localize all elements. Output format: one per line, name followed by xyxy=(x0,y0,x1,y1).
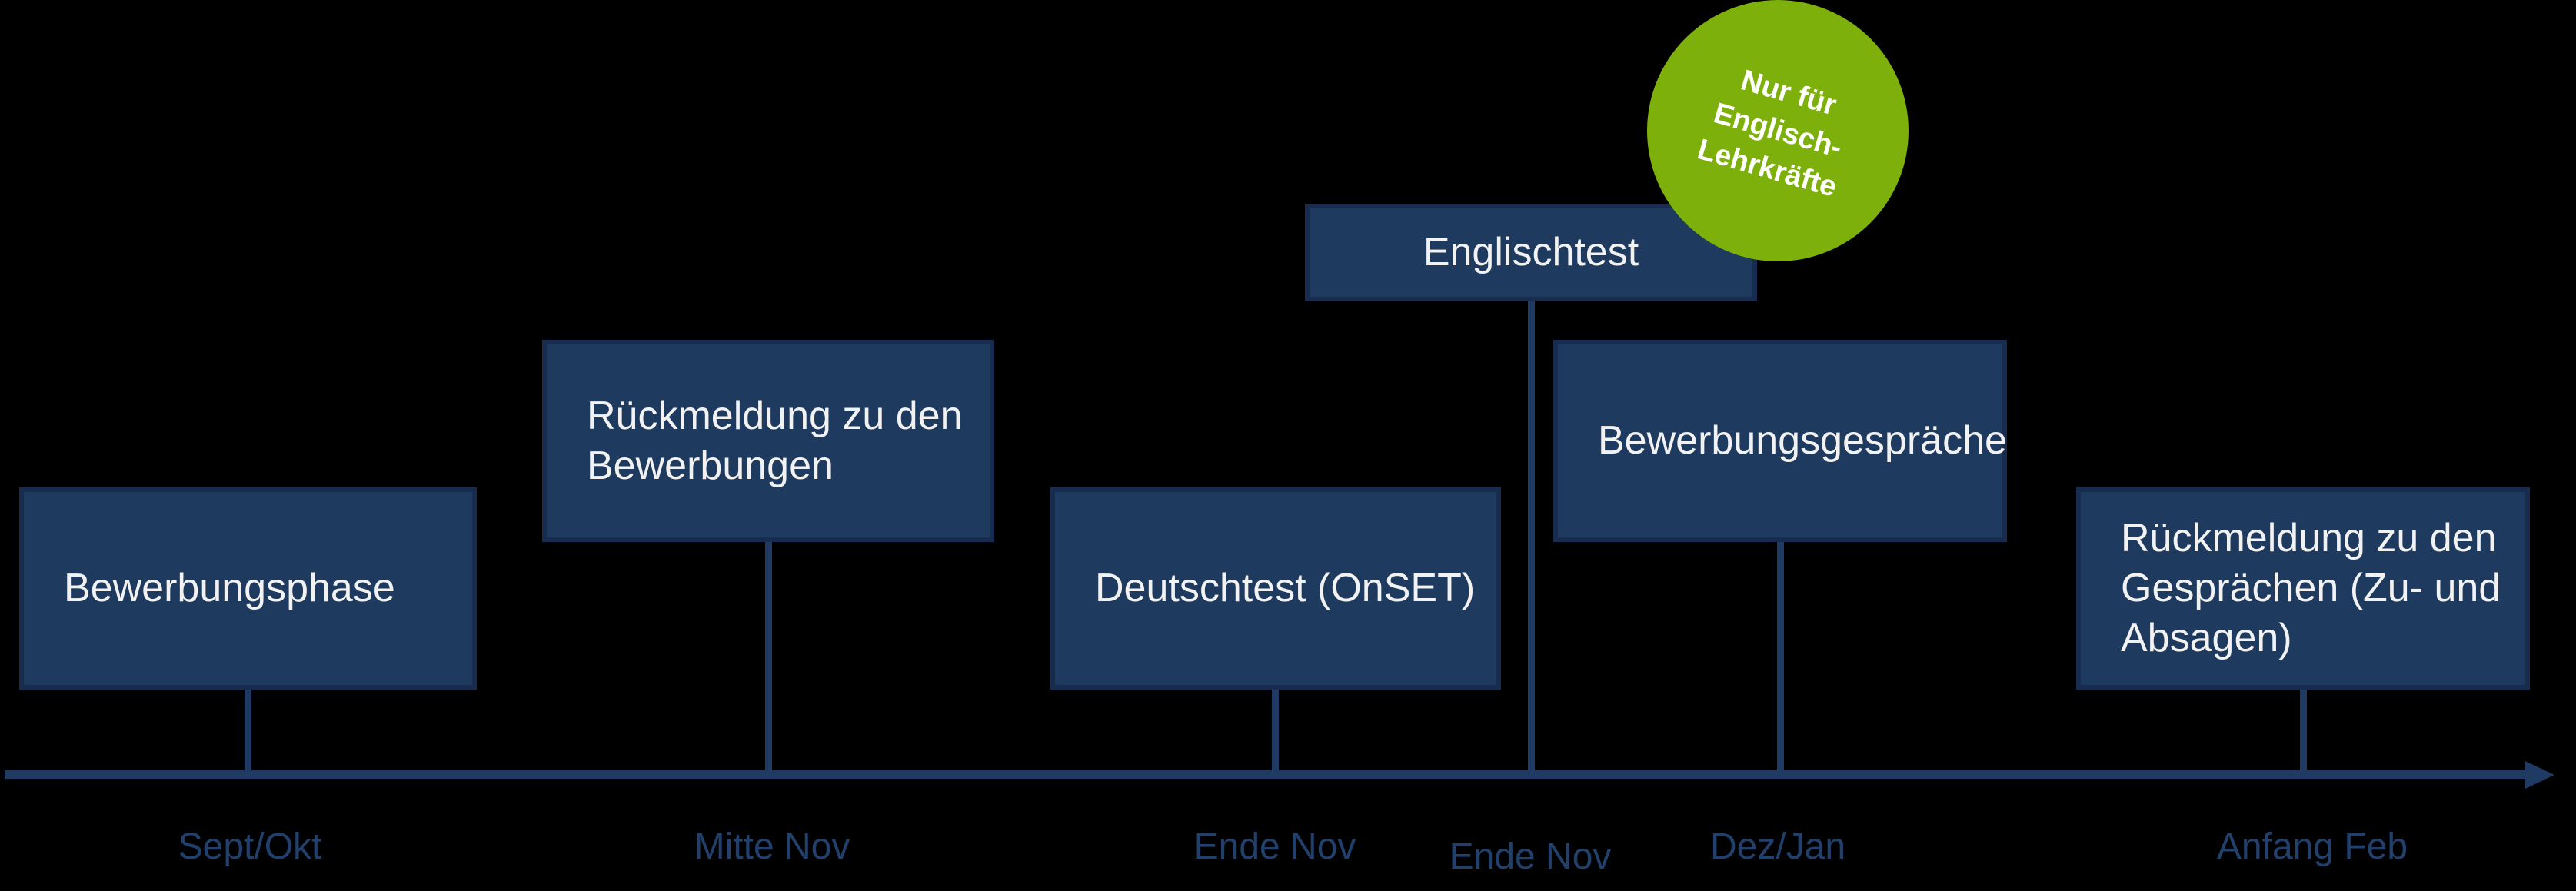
badge-circle-englisch-lehrkraefte: Nur für Englisch- Lehrkräfte xyxy=(1647,0,1909,261)
connector-deutschtest xyxy=(1272,690,1279,770)
milestone-label: Bewerbungsgespräche xyxy=(1598,418,2007,463)
date-label-anfang-feb: Anfang Feb xyxy=(2216,826,2408,867)
date-label-dez-jan: Dez/Jan xyxy=(1709,826,1846,867)
milestone-box-deutschtest: Deutschtest (OnSET) xyxy=(1050,487,1501,690)
date-label-mitte-nov: Mitte Nov xyxy=(694,826,850,867)
connector-bewerbungsphase xyxy=(245,690,251,770)
milestone-label-line: Rückmeldung zu den xyxy=(2121,516,2497,560)
milestone-label: Bewerbungsphase xyxy=(64,566,395,610)
milestone-box-rueckmeldung-bewerbungen: Rückmeldung zu den Bewerbungen xyxy=(542,340,994,542)
milestone-label-line: Bewerbungen xyxy=(587,443,834,488)
milestone-label-line: Rückmeldung zu den xyxy=(587,393,963,438)
connector-rueckmeldung-gespraeche xyxy=(2300,690,2307,770)
milestone-label-line: Absagen) xyxy=(2121,616,2292,660)
date-label-ende-nov-1: Ende Nov xyxy=(1193,826,1356,867)
connector-englischtest xyxy=(1528,301,1535,770)
date-label-sept-okt: Sept/Okt xyxy=(178,826,322,867)
milestone-box-bewerbungsgespraeche: Bewerbungsgespräche xyxy=(1553,340,2007,542)
timeline-arrowhead-icon xyxy=(2525,761,2554,789)
milestone-box-bewerbungsphase: Bewerbungsphase xyxy=(19,487,477,690)
badge-text: Nur für Englisch- Lehrkräfte xyxy=(1693,55,1863,207)
milestone-label-line: Gesprächen (Zu- und xyxy=(2121,566,2501,610)
timeline-axis xyxy=(5,770,2527,779)
date-label-ende-nov-2: Ende Nov xyxy=(1449,836,1612,877)
milestone-box-rueckmeldung-gespraeche: Rückmeldung zu den Gesprächen (Zu- und A… xyxy=(2076,487,2530,690)
milestone-label: Deutschtest (OnSET) xyxy=(1095,566,1476,610)
connector-rueckmeldung-bewerbungen xyxy=(765,542,772,770)
milestone-label: Englischtest xyxy=(1423,230,1639,274)
connector-bewerbungsgespraeche xyxy=(1777,542,1784,770)
